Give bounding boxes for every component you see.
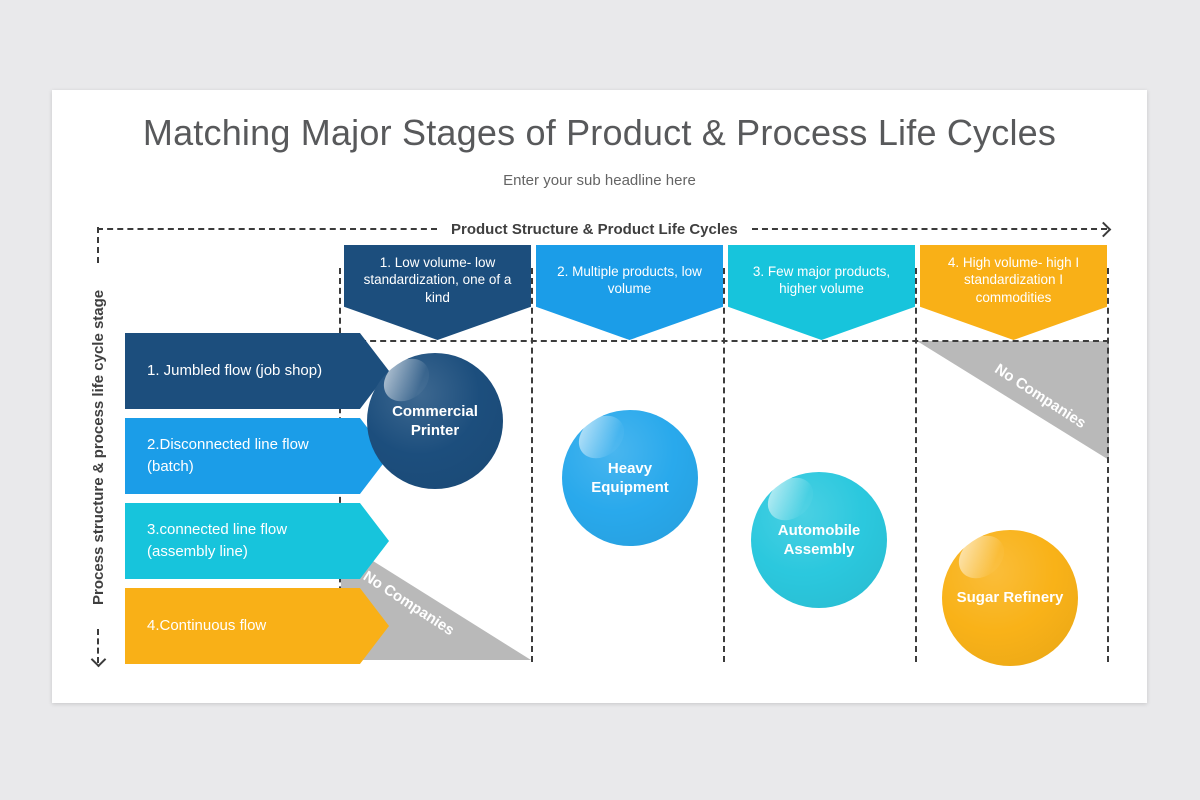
top-axis: Product Structure & Product Life Cycles (97, 218, 1112, 240)
bubble-commercial-printer: Commercial Printer (367, 353, 503, 489)
top-axis-label: Product Structure & Product Life Cycles (451, 220, 738, 238)
column-header-4: 4. High volume- high I standardization I… (920, 245, 1107, 340)
bubble-heavy-equipment: Heavy Equipment (562, 410, 698, 546)
column-header-3-label: 3. Few major products, higher volume (752, 263, 891, 296)
sub-headline: Enter your sub headline here (503, 172, 696, 189)
row-label-3-text: 3.connected line flow (assembly line) (147, 521, 288, 560)
bubble-label: Commercial Printer (392, 402, 478, 440)
bubble-label: Sugar Refinery (956, 589, 1064, 607)
column-header-1: 1. Low volume- low standardization, one … (344, 245, 531, 340)
grid-vline-5 (1107, 268, 1109, 662)
bubble-label: Heavy Equipment (591, 459, 669, 497)
top-axis-dashed-line-right (751, 228, 1107, 230)
column-header-2: 2. Multiple products, low volume (536, 245, 723, 340)
row-label-1-text: 1. Jumbled flow (job shop) (147, 362, 323, 380)
top-axis-dashed-line-left (97, 228, 437, 230)
arrow-right-icon (1095, 221, 1112, 237)
column-header-3: 3. Few major products, higher volume (728, 245, 915, 340)
grid-vline-4 (915, 268, 917, 662)
bubble-label: Automobile Assembly (777, 521, 861, 559)
column-header-1-label: 1. Low volume- low standardization, one … (363, 255, 512, 305)
left-axis-dashed-line-bottom (97, 629, 99, 663)
no-companies-triangle-top-right: No Companies (917, 341, 1109, 460)
row-label-3: 3.connected line flow (assembly line) (125, 503, 389, 579)
grid-hline (340, 340, 1109, 342)
left-axis: Process structure & process life cycle s… (86, 227, 110, 668)
left-axis-label: Process structure & process life cycle s… (89, 289, 107, 605)
slide-canvas: Matching Major Stages of Product & Proce… (52, 90, 1147, 703)
row-label-2: 2.Disconnected line flow (batch) (125, 418, 389, 494)
bubble-sugar-refinery: Sugar Refinery (942, 530, 1078, 666)
left-axis-dashed-line-top (97, 227, 99, 263)
no-companies-label: No Companies (992, 360, 1090, 433)
column-header-4-label: 4. High volume- high I standardization I… (947, 255, 1080, 305)
row-label-4-text: 4.Continuous flow (147, 617, 267, 635)
grid-vline-3 (723, 268, 725, 662)
row-label-1: 1. Jumbled flow (job shop) (125, 333, 389, 409)
arrow-down-icon (90, 651, 106, 668)
row-label-4: 4.Continuous flow (125, 588, 389, 664)
bubble-automobile-assembly: Automobile Assembly (751, 472, 887, 608)
row-label-2-text: 2.Disconnected line flow (batch) (147, 436, 309, 475)
page-title: Matching Major Stages of Product & Proce… (142, 112, 1057, 153)
grid-vline-2 (531, 268, 533, 662)
column-header-2-label: 2. Multiple products, low volume (557, 263, 702, 296)
